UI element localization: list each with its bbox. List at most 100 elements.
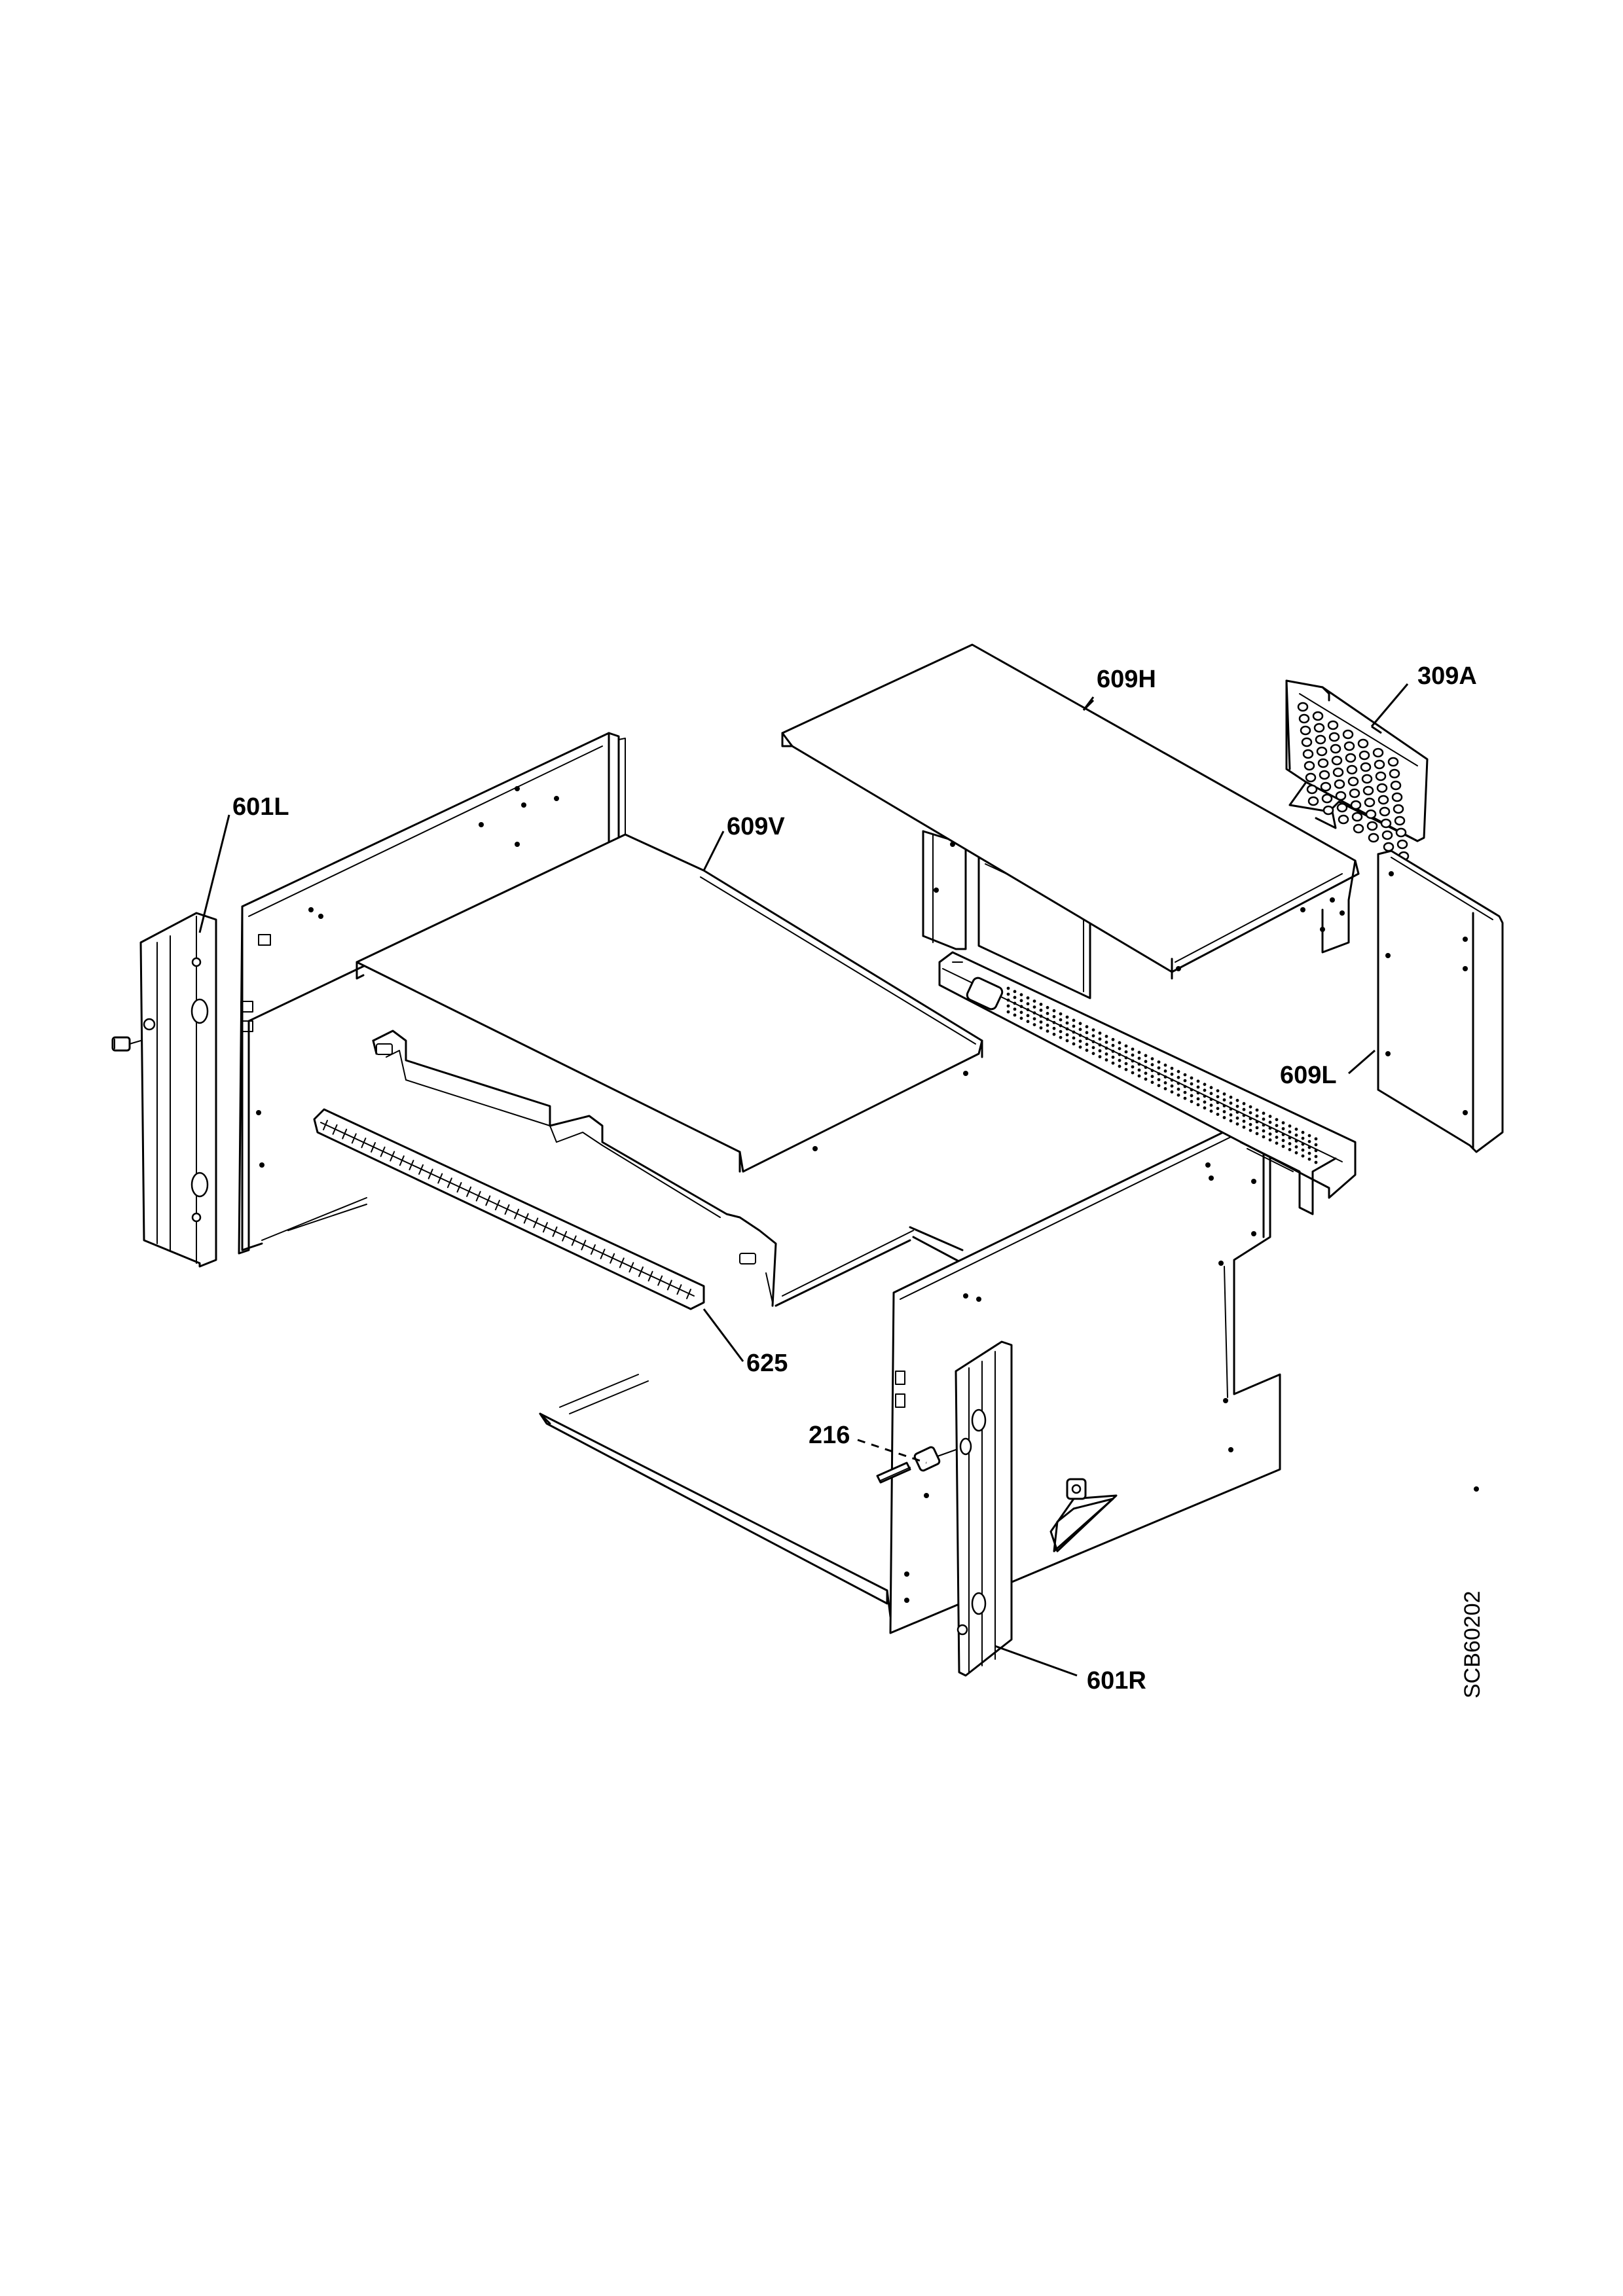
grille-perforation (1006, 1004, 1010, 1008)
grille-perforation (1203, 1094, 1207, 1098)
grille-perforation (1196, 1091, 1200, 1095)
grille-perforation (1091, 1046, 1095, 1049)
part-309A-grille (1285, 679, 1429, 861)
grille-perforation (1209, 1086, 1213, 1090)
grille-perforation (1163, 1064, 1167, 1067)
grille-hole (1338, 814, 1349, 825)
grille-perforation (1144, 1054, 1148, 1058)
grille-perforation (1163, 1075, 1167, 1079)
grille-hole (1316, 746, 1328, 757)
grille-perforation (1176, 1087, 1180, 1091)
grille-hole (1364, 797, 1376, 808)
grille-perforation (1242, 1125, 1246, 1129)
rack-tooth (504, 1204, 510, 1215)
grille-perforation (1059, 1024, 1063, 1028)
grille-hole (1361, 774, 1373, 784)
grille-hole (1393, 804, 1404, 814)
grille-perforation (1157, 1060, 1161, 1064)
grille-perforation (1065, 1015, 1069, 1019)
grille-perforation (1209, 1109, 1213, 1113)
grille-perforation (1059, 1030, 1063, 1033)
label-609L: 609L (1280, 1062, 1337, 1089)
grille-hole (1332, 767, 1344, 778)
grille-hole (1317, 758, 1329, 768)
grille-perforation (1157, 1084, 1161, 1087)
rack-tooth (409, 1160, 414, 1171)
grille-hole (1350, 800, 1362, 810)
rack-teeth (323, 1120, 691, 1299)
grille-perforation (1131, 1047, 1135, 1051)
grille-perforation (1039, 1026, 1043, 1030)
grille-perforation (1104, 1041, 1108, 1044)
grille-perforation (1124, 1062, 1128, 1066)
bottom-plate (539, 1374, 892, 1618)
grille-perforation (1196, 1079, 1200, 1083)
grille-perforation (1229, 1113, 1233, 1117)
grille-hole (1390, 780, 1402, 791)
grille-perforation (1170, 1072, 1174, 1076)
grille-perforation (1150, 1081, 1154, 1085)
rack-tooth (380, 1146, 386, 1157)
back-inner-panel (372, 1030, 777, 1307)
grille-hole (1365, 809, 1377, 819)
grille-perforation (1314, 1143, 1318, 1147)
grille-perforation (1026, 996, 1030, 1000)
grille-perforation (1019, 1016, 1023, 1020)
grille-hole (1335, 791, 1347, 801)
grille-hole (1359, 750, 1370, 761)
grille-perforation (1190, 1082, 1194, 1086)
grille-hole (1330, 744, 1341, 754)
rack-tooth (466, 1186, 472, 1197)
rack-tooth (571, 1235, 577, 1246)
grille-perforation (1104, 1035, 1108, 1038)
rack-tooth (562, 1230, 568, 1242)
grille-perforation (1307, 1139, 1311, 1143)
grille-perforation (1183, 1073, 1187, 1077)
grille-perforation (1124, 1050, 1128, 1054)
part-labels: 601L 609V 609H 309A 609L 625 216 601R SC… (232, 662, 1485, 1698)
grille-perforation (1163, 1087, 1167, 1090)
grille-perforation (1216, 1101, 1220, 1104)
grille-hole (1346, 764, 1358, 775)
rack-tooth (542, 1222, 548, 1233)
grille-hole (1306, 784, 1318, 795)
grille-perforation (1222, 1104, 1226, 1107)
grille-perforation (1085, 1049, 1089, 1052)
grille-perforation (1118, 1064, 1122, 1068)
grille-perforation (1307, 1145, 1311, 1149)
grille-perforation (1085, 1043, 1089, 1047)
leader-609L (1348, 1049, 1376, 1075)
grille-perforation (1111, 1061, 1115, 1065)
rack-tooth (475, 1191, 481, 1202)
rack-tooth (676, 1284, 682, 1295)
grille-perforation (1288, 1136, 1292, 1139)
grille-perforation (1262, 1123, 1266, 1127)
grille-perforation (1314, 1137, 1318, 1141)
grille-perforation (1052, 1020, 1056, 1024)
grille-perforation (1301, 1148, 1305, 1152)
rack-tooth (523, 1213, 529, 1224)
grille-perforation (1032, 999, 1036, 1003)
grille-perforation (1065, 1027, 1069, 1031)
drawing-code: SCB60202 (1460, 1591, 1485, 1698)
grille-perforation (1176, 1093, 1180, 1097)
grille-perforation (1150, 1057, 1154, 1061)
grille-perforation (1216, 1089, 1220, 1092)
grille-perforation (1183, 1090, 1187, 1094)
grille-perforation (1268, 1115, 1272, 1119)
grille-perforation (1111, 1043, 1115, 1047)
grille-perforation (1032, 1017, 1036, 1020)
rack-tooth (514, 1208, 520, 1219)
grille-hole (1327, 720, 1339, 730)
grille-perforation (1046, 1018, 1049, 1021)
grille-perforation (1262, 1111, 1266, 1115)
grille-perforation (1235, 1122, 1239, 1126)
grille-perforation (1111, 1037, 1115, 1041)
grille-perforation (1203, 1106, 1207, 1110)
grille-perforation (1183, 1096, 1187, 1100)
grille-perforation (1032, 1011, 1036, 1014)
grille-hole (1313, 723, 1325, 733)
grille-perforation (1144, 1077, 1148, 1081)
grille-perforation (1013, 1007, 1017, 1011)
